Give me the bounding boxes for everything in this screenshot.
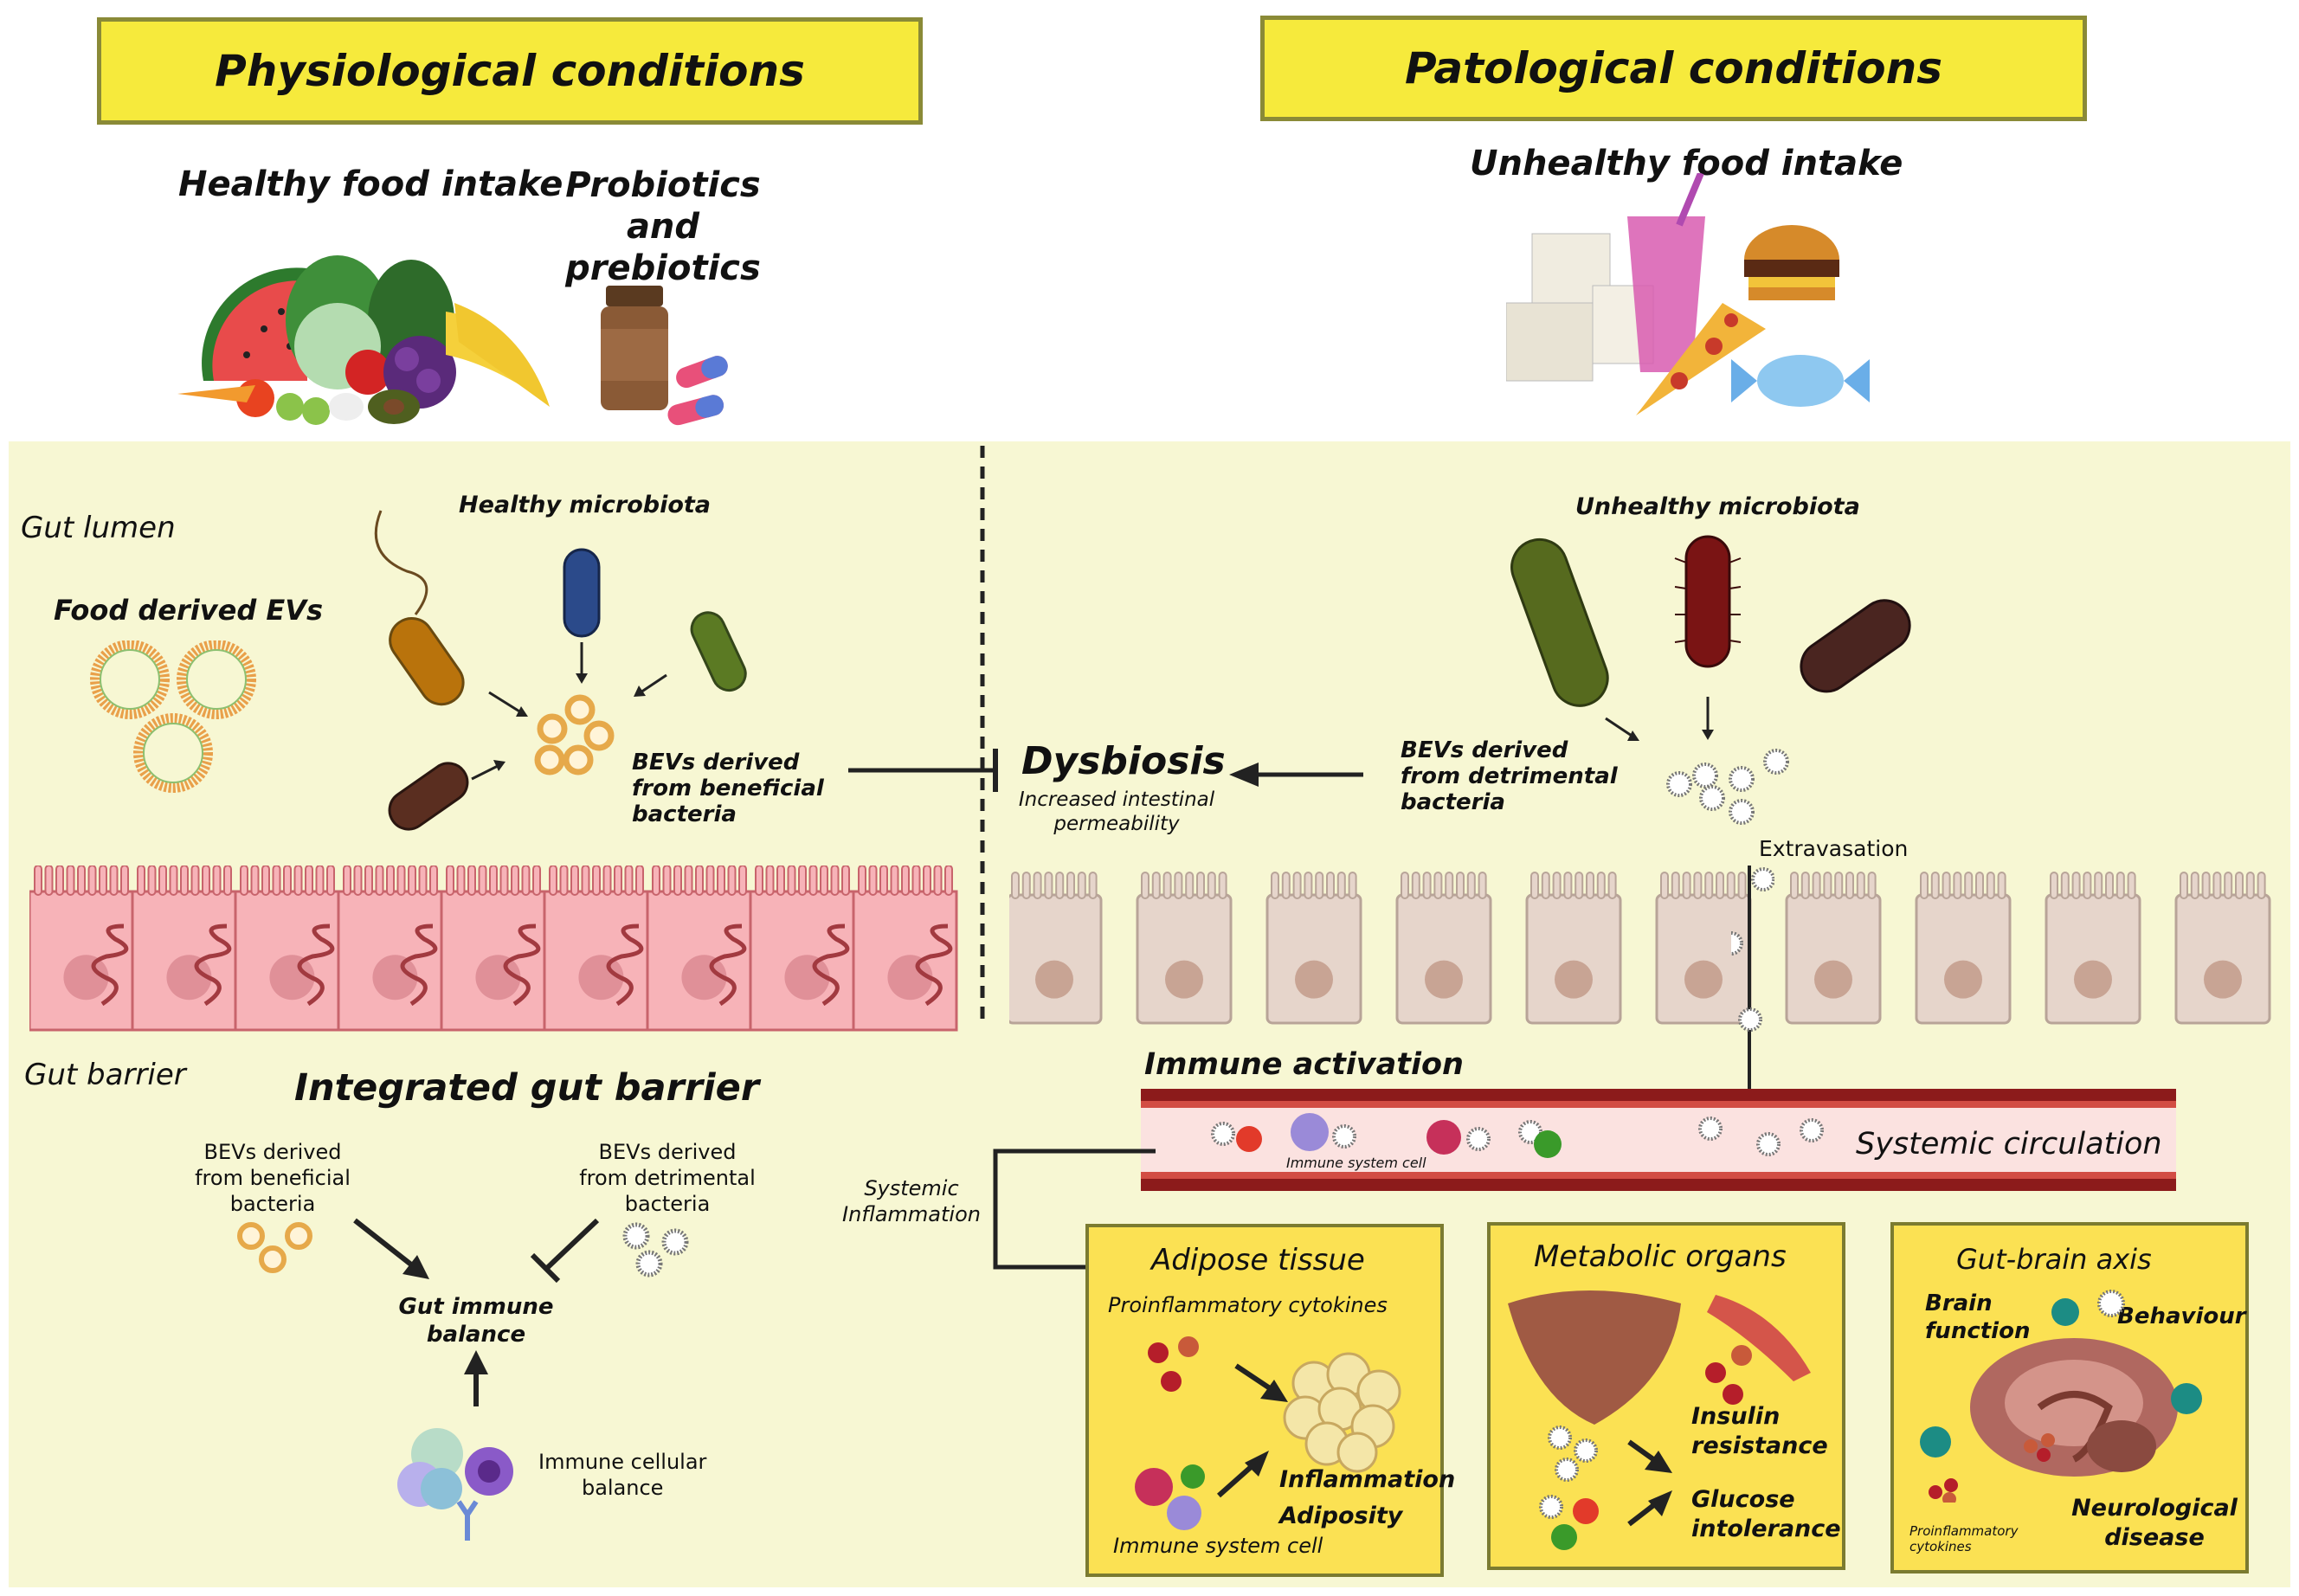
unhealthy-food-label: Unhealthy food intake (1470, 144, 1903, 183)
healthy-cell (852, 866, 958, 1032)
dysbiosis-arrow (1229, 763, 1363, 787)
systemic-inflammation-label: Systemic Inflammation (842, 1176, 981, 1226)
adipose-adiposity-label: Adiposity (1279, 1503, 1403, 1529)
metabolic-box: Metabolic organs Insulin resistance Gluc… (1487, 1222, 1845, 1570)
healthy-epithelium (29, 866, 958, 1032)
gut-immune-balance-label: Gut immune balance (398, 1294, 554, 1348)
healthy-cell (131, 866, 237, 1032)
unhealthy-cell (1136, 872, 1233, 1025)
metabolic-title: Metabolic organs (1534, 1239, 1787, 1274)
healthy-bacteria-group (374, 510, 747, 831)
behaviour-label: Behaviour (2117, 1303, 2246, 1329)
unhealthy-bacteria-group (1510, 535, 1911, 825)
healthy-food-illustration (177, 255, 550, 425)
bevs-detrimental-small-label: BEVs derived from detrimental bacteria (579, 1140, 756, 1216)
dysbiosis-label: Dysbiosis (1021, 739, 1226, 783)
patological-header: Patological conditions (1260, 16, 2087, 121)
physiological-title: Physiological conditions (215, 46, 805, 96)
healthy-food-label: Healthy food intake (178, 164, 563, 204)
food-evs-label: Food derived EVs (54, 594, 324, 627)
unhealthy-cell (2174, 872, 2271, 1025)
gutbrain-title: Gut-brain axis (1956, 1243, 2152, 1276)
immune-cells-icon (397, 1428, 513, 1541)
unhealthy-cell (1915, 872, 2012, 1025)
healthy-cell (337, 866, 443, 1032)
gut-lumen-label: Gut lumen (21, 511, 176, 545)
adipose-box: Adipose tissue Proinflammatory cytokines… (1085, 1224, 1455, 1577)
healthy-cell (646, 866, 752, 1032)
food-evs-icon (90, 640, 256, 793)
gut-immune-arrows (237, 1218, 689, 1406)
permeability-label: Increased intestinal permeability (1018, 788, 1215, 835)
adipose-illustration (1135, 1336, 1401, 1530)
immune-system-cell-vessel-label: Immune system cell (1286, 1155, 1426, 1171)
immune-cellular-balance-label: Immune cellular balance (538, 1450, 707, 1500)
unhealthy-microbiota-label: Unhealthy microbiota (1575, 493, 1860, 520)
unhealthy-cell (1395, 872, 1492, 1025)
dashed-divider (980, 446, 985, 1021)
integrated-gut-barrier-label: Integrated gut barrier (294, 1066, 760, 1110)
healthy-microbiota-label: Healthy microbiota (459, 492, 712, 518)
blood-vessel (1141, 1089, 2176, 1191)
bevs-beneficial-small-label: BEVs derived from beneficial bacteria (195, 1140, 351, 1216)
unhealthy-cell (1525, 872, 1622, 1025)
inhibit-arrow (848, 749, 998, 792)
gutbrain-box: Gut-brain axis Brain function Behaviour … (1890, 1222, 2249, 1573)
adipose-cytokines-label: Proinflammatory cytokines (1108, 1293, 1388, 1317)
adipose-inflammation-label: Inflammation (1279, 1466, 1456, 1493)
gutbrain-cytokines-label: Proinflammatory cytokines (1909, 1523, 2019, 1554)
healthy-cell (440, 866, 546, 1032)
insulin-resistance-label: Insulin resistance (1691, 1403, 1828, 1459)
immune-activation-label: Immune activation (1144, 1047, 1464, 1082)
metabolic-illustration (1508, 1290, 1811, 1550)
healthy-cell (234, 866, 340, 1032)
unhealthy-cell (1655, 872, 1752, 1025)
adipose-title: Adipose tissue (1151, 1243, 1365, 1277)
bevs-beneficial-label: BEVs derived from beneficial bacteria (632, 750, 824, 827)
unhealthy-cell (2045, 872, 2141, 1025)
gut-barrier-label: Gut barrier (24, 1058, 186, 1092)
brain-illustration (1920, 1290, 2202, 1503)
healthy-cell (29, 866, 134, 1032)
probiotics-label: Probiotics and prebiotics (565, 165, 761, 288)
brain-function-label: Brain function (1925, 1290, 2031, 1344)
neurological-disease-label: Neurological disease (2071, 1495, 2238, 1551)
extravasation-label: Extravasation (1759, 836, 1909, 861)
physiological-header: Physiological conditions (97, 17, 923, 125)
healthy-cell (543, 866, 649, 1032)
unhealthy-cell (1785, 872, 1882, 1025)
probiotics-illustration (601, 286, 728, 426)
adipose-immune-cell-label: Immune system cell (1113, 1534, 1323, 1558)
unhealthy-cell (1009, 872, 1103, 1025)
healthy-cell (749, 866, 855, 1032)
unhealthy-cell (1265, 872, 1362, 1025)
glucose-intolerance-label: Glucose intolerance (1691, 1486, 1841, 1542)
patological-title: Patological conditions (1404, 43, 1943, 93)
unhealthy-epithelium (1009, 871, 2271, 1026)
unhealthy-food-illustration (1506, 173, 1870, 415)
bevs-detrimental-label: BEVs derived from detrimental bacteria (1401, 737, 1618, 815)
systemic-circulation-label: Systemic circulation (1856, 1127, 2162, 1162)
